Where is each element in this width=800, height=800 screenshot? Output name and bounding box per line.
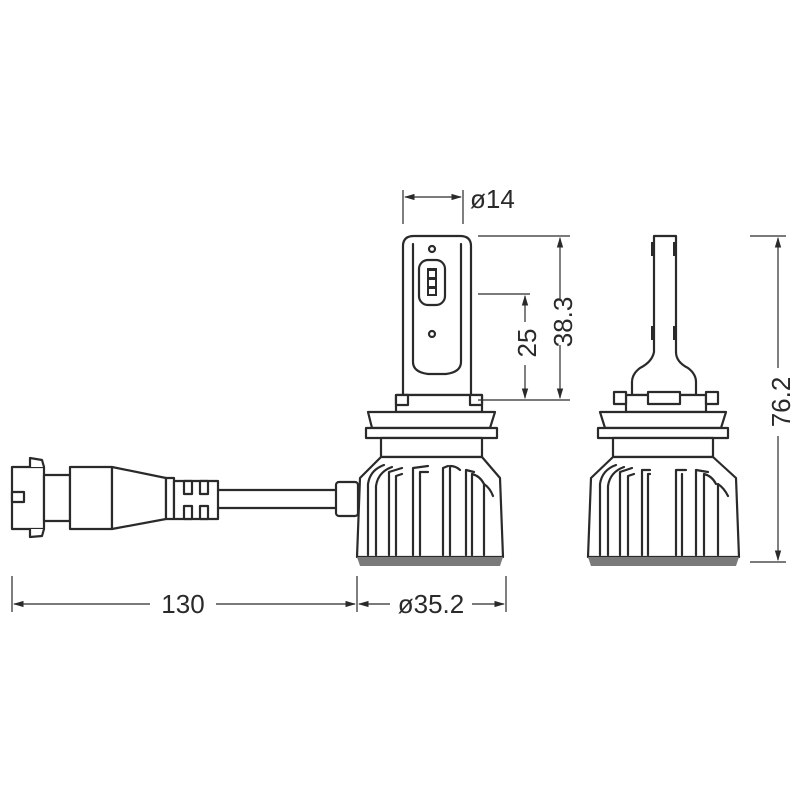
side-view: 76.2 (586, 234, 796, 566)
cable (216, 488, 340, 510)
label-cable-length: 130 (161, 589, 204, 619)
label-heatsink-diameter: ø35.2 (398, 589, 465, 619)
label-light-center: 25 (512, 329, 542, 358)
dimension-emitter-diameter: ø14 (402, 184, 515, 224)
dimension-total-height: 76.2 (750, 235, 796, 563)
label-emitter-length: 38.3 (548, 297, 578, 348)
dimension-light-center: 25 (478, 293, 542, 400)
dimension-emitter-length: 38.3 (478, 235, 578, 401)
emitter-stem (401, 234, 473, 397)
dimension-heatsink-diameter: ø35.2 (357, 576, 507, 619)
connector-plug (10, 456, 220, 539)
front-view: ø14 38.3 25 130 (10, 184, 578, 619)
label-total-height: 76.2 (766, 377, 796, 428)
bulb-base (364, 393, 499, 459)
heatsink (355, 455, 505, 566)
cable-grommet (334, 480, 360, 518)
dimension-cable-length: 130 (11, 576, 358, 619)
label-emitter-diameter: ø14 (470, 184, 515, 214)
